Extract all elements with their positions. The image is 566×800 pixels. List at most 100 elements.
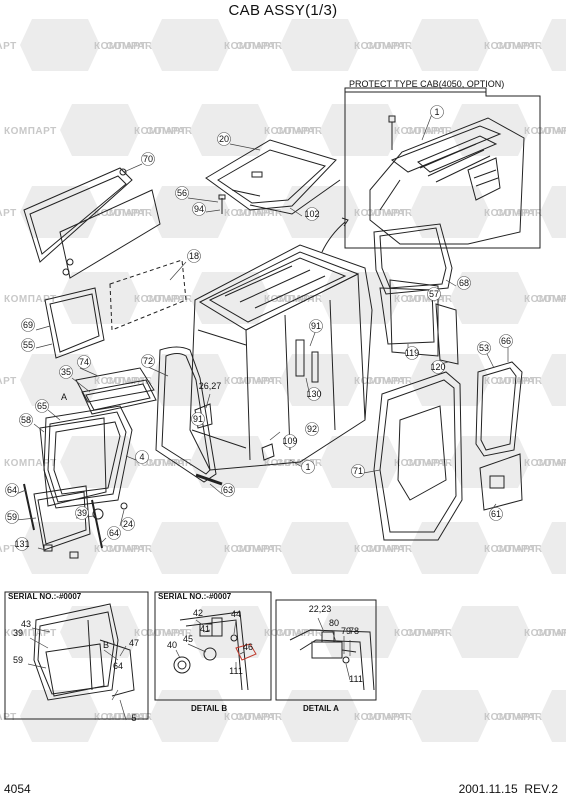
callout-label: 63: [223, 485, 233, 495]
watermark-brand-ru: КОМПАРТ: [354, 544, 407, 555]
lower-glass-69: [44, 287, 105, 359]
callout-A: A: [61, 392, 67, 402]
revision-code: REV.2: [524, 782, 558, 796]
callout-label: 72: [143, 356, 153, 366]
watermark-brand-en: COMPART: [146, 294, 199, 305]
watermark-brand-ru: КОМПАРТ: [264, 458, 317, 469]
bolt-94: [218, 194, 226, 214]
protect-inset-title: PROTECT TYPE CAB(4050, OPTION): [349, 79, 504, 89]
callout-label: 102: [304, 209, 319, 219]
watermark-brand-ru: КОМПАРТ: [524, 458, 566, 469]
callout-24: 24: [121, 517, 135, 531]
watermark-brand-ru: КОМПАРТ: [134, 294, 187, 305]
watermark-brand-en: COMPART: [236, 376, 289, 387]
detail-left-drawing: [33, 603, 135, 701]
watermark-brand-en: COMPART: [536, 458, 566, 469]
callout-64: 64: [113, 661, 123, 671]
callout-label: 57: [429, 289, 439, 299]
watermark-brand-en: COMPART: [536, 628, 566, 639]
callout-102: 102: [304, 207, 320, 221]
glass-35: [81, 379, 157, 415]
detail-a-drawing: [289, 629, 375, 691]
callout-label: 47: [129, 638, 139, 648]
callout-label: 111: [349, 674, 363, 684]
watermark-brand-ru: КОМПАРТ: [94, 544, 147, 555]
watermark-brand-ru: КОМПАРТ: [224, 208, 277, 219]
callout-label: 61: [491, 509, 501, 519]
protect-type-inset: [344, 87, 541, 249]
callout-label: 65: [37, 401, 47, 411]
callout-label: 39: [77, 508, 87, 518]
door-71: [373, 371, 463, 541]
callout-label: 78: [349, 626, 359, 636]
page-title: CAB ASSY(1/3): [228, 2, 338, 19]
watermark-brand-en: COMPART: [536, 294, 566, 305]
watermark-brand-en: COMPART: [366, 544, 419, 555]
callout-43: 43: [21, 619, 31, 629]
watermark-brand-ru: КОМПАРТ: [0, 376, 17, 387]
callout-protect-part: 1: [430, 105, 444, 119]
callout-111: 111: [349, 674, 363, 684]
callout-57: 57: [427, 287, 441, 301]
callout-4: 4: [135, 450, 149, 464]
revision-date: 2001.11.15: [458, 782, 518, 796]
lower-glass-18: [109, 259, 187, 331]
roof-panel: [205, 139, 341, 215]
callout-label: A: [61, 392, 67, 402]
watermark-brand-ru: КОМПАРТ: [354, 712, 407, 723]
callout-55: 55: [21, 338, 35, 352]
watermark-brand-ru: КОМПАРТ: [524, 294, 566, 305]
watermark-brand-en: COMPART: [276, 294, 329, 305]
callout-53: 53: [477, 341, 491, 355]
callout-label: 58: [21, 415, 31, 425]
callout-79: 79: [341, 626, 351, 636]
callout-119: 119: [405, 346, 419, 360]
watermark-brand-en: COMPART: [536, 126, 566, 137]
callout-26-27: 26,27: [199, 381, 222, 391]
callout-46: 46: [243, 642, 253, 652]
callout-64: 64: [5, 483, 19, 497]
callout-label: 68: [459, 278, 469, 288]
door-glass-53: [475, 361, 523, 457]
callout-39: 39: [13, 628, 23, 638]
watermark-brand-ru: КОМПАРТ: [224, 544, 277, 555]
watermark-brand-ru: КОМПАРТ: [94, 208, 147, 219]
detail-left-serial: SERIAL NO.:-#0007: [8, 592, 82, 601]
watermark-brand-ru: КОМПАРТ: [224, 376, 277, 387]
watermark-brand-en: COMPART: [236, 208, 289, 219]
watermark-brand-en: COMPART: [366, 712, 419, 723]
detail-b-box: [154, 591, 272, 701]
cab-frame: [189, 244, 373, 471]
watermark-brand-ru: КОМПАРТ: [264, 628, 317, 639]
callout-71: 71: [351, 464, 365, 478]
watermark-brand-ru: КОМПАРТ: [4, 294, 57, 305]
callout-65: 65: [35, 399, 49, 413]
watermark-brand-en: COMPART: [236, 544, 289, 555]
lower-glass-59: [33, 485, 91, 551]
panel-61: [479, 453, 523, 511]
callout-35: 35: [59, 365, 73, 379]
watermark-brand-en: COMPART: [146, 628, 199, 639]
watermark-brand-ru: КОМПАРТ: [484, 208, 537, 219]
callout-label: 94: [194, 204, 204, 214]
watermark-brand-ru: КОМПАРТ: [224, 712, 277, 723]
callout-label: 59: [7, 512, 17, 522]
watermark-brand-ru: КОМПАРТ: [4, 458, 57, 469]
watermark-brand-ru: КОМПАРТ: [484, 712, 537, 723]
detail-a-box: [275, 599, 377, 701]
